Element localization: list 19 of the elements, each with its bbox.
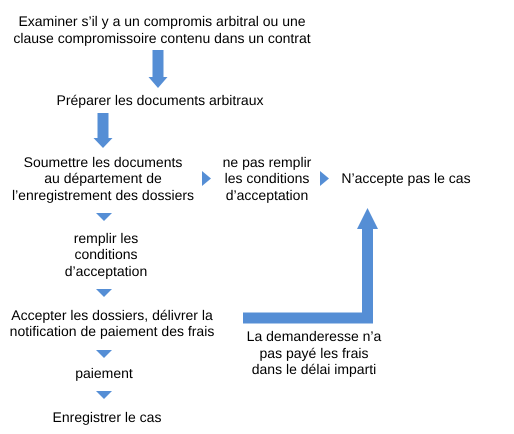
step-text: Préparer les documents arbitraux: [56, 92, 264, 108]
step-text: Accepter les dossiers, délivrer la notification de paiement des frais: [8, 306, 216, 340]
step-text: paiement: [75, 365, 133, 382]
step-text: Examiner s’il y a un compromis arbitral ou une clause compromissoire contenu dans un contrat: [12, 13, 312, 46]
arrow: [96, 350, 112, 358]
step-text: ne pas remplir les conditions d’acceptation: [222, 154, 312, 203]
arrow: [96, 289, 112, 297]
arrow: [320, 171, 329, 186]
step-text: Enregistrer le cas: [52, 408, 162, 425]
arrow: [96, 391, 112, 399]
arrow: [202, 171, 211, 186]
arrow: [94, 113, 112, 148]
arrow: [96, 213, 112, 221]
step-text: N’accepte pas le cas: [341, 170, 471, 186]
arrow: [243, 208, 378, 324]
step-text: Soumettre les documents au département de l’enregistrement des dossiers: [10, 154, 196, 203]
edge-label: La demanderesse n’a pas payé les frais dans le délai imparti: [244, 328, 384, 378]
arrow: [148, 50, 168, 88]
step-text: remplir les conditions d’acceptation: [64, 230, 148, 279]
